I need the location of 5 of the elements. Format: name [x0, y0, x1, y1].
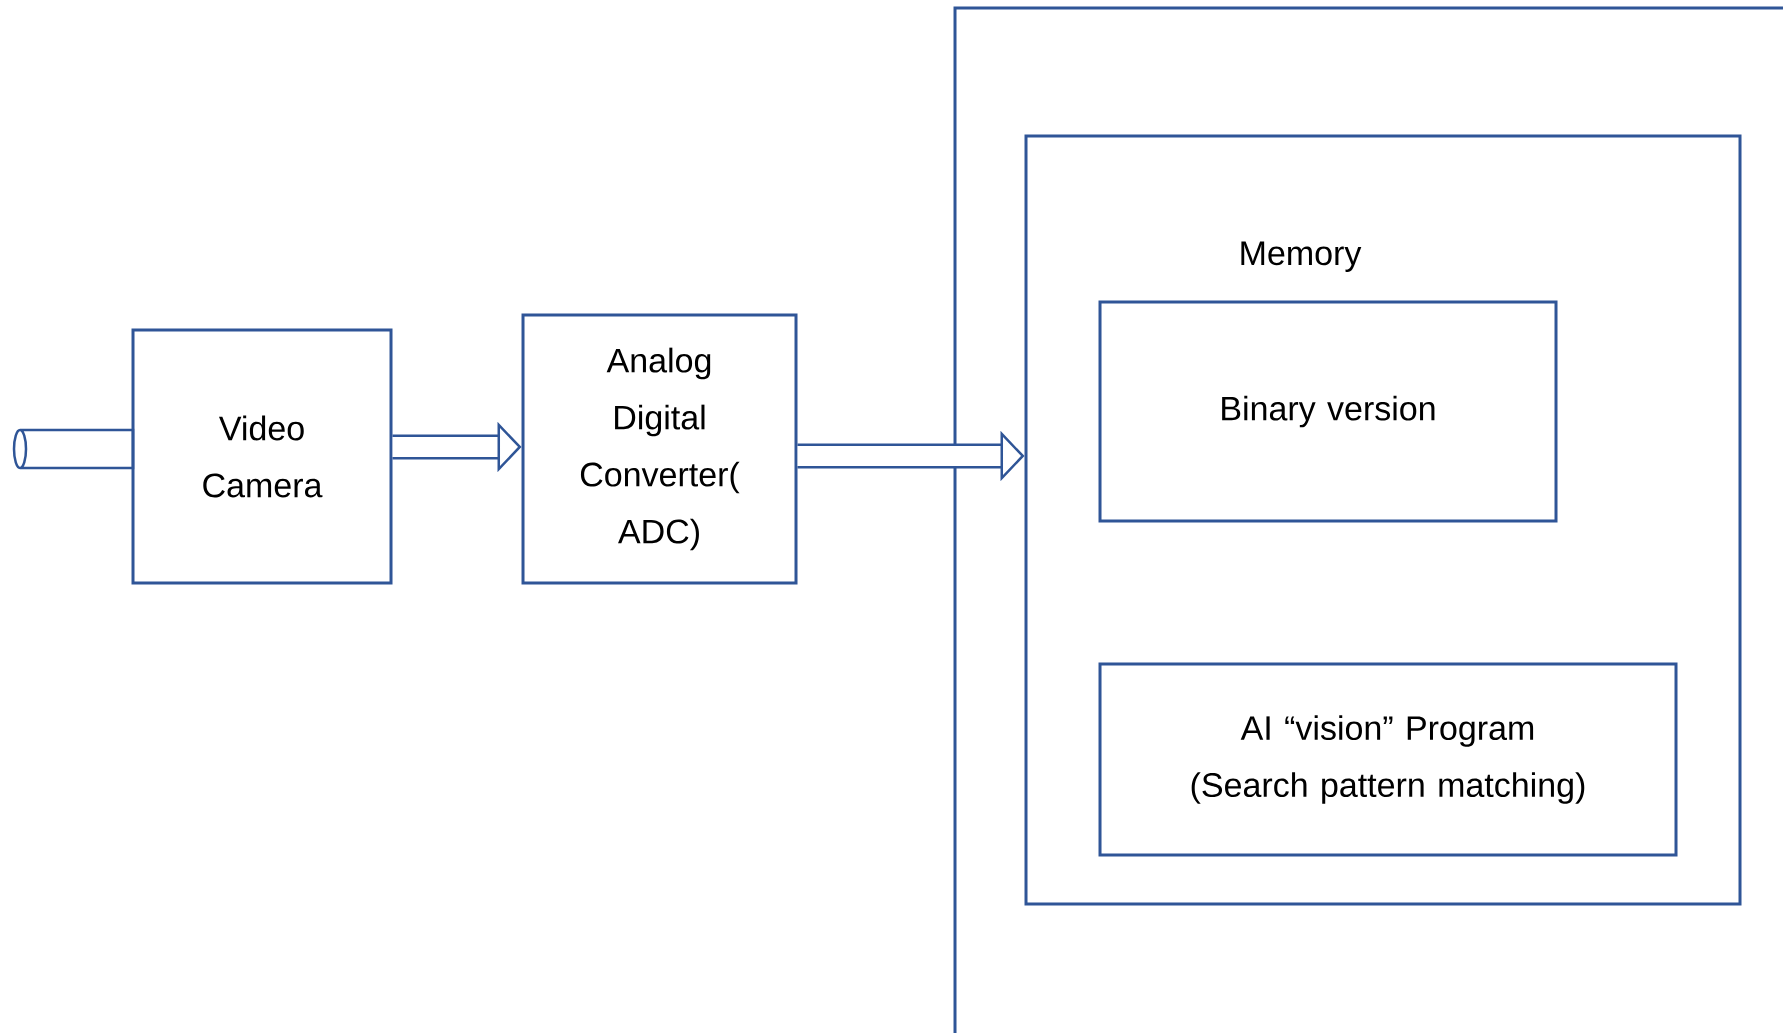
process-box: AI “vision” Program (Search pattern matching) — [1098, 662, 1678, 857]
process-box: Analog Digital Converter( ADC) — [521, 313, 798, 585]
system-box — [953, 6, 1783, 1033]
process-box: Binary version — [1098, 300, 1558, 523]
process-box: Video Camera — [131, 328, 393, 585]
